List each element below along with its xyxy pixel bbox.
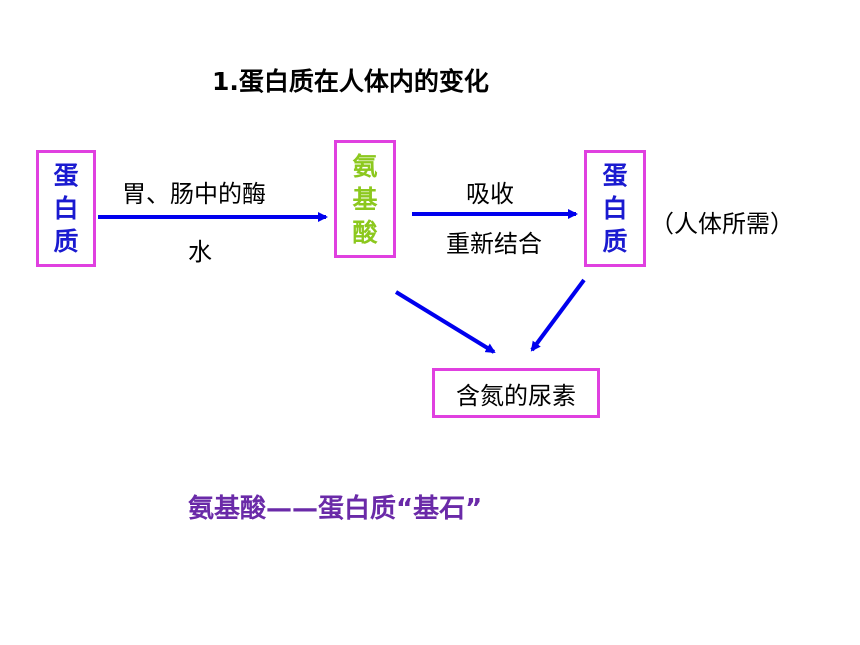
arrow-amino-to-urea xyxy=(394,290,496,354)
protein-right-char-2: 白 xyxy=(602,194,628,223)
absorb-label: 吸收 xyxy=(466,180,514,208)
amino-char-2: 基 xyxy=(352,184,378,214)
urea-box: 含氮的尿素 xyxy=(432,368,600,418)
arrow-protein-to-urea xyxy=(530,278,586,352)
protein-right-char-1: 蛋 xyxy=(602,161,628,190)
body-need-label: （人体所需） xyxy=(650,210,794,238)
footer-note: 氨基酸——蛋白质“基石” xyxy=(188,494,483,524)
protein-right-char-3: 质 xyxy=(602,227,628,256)
amino-char-1: 氨 xyxy=(352,151,378,181)
protein-left-char-1: 蛋 xyxy=(53,161,79,190)
digest-enzyme-label: 胃、肠中的酶 xyxy=(122,180,266,208)
protein-left-char-2: 白 xyxy=(53,194,79,223)
amino-char-3: 酸 xyxy=(352,217,378,247)
digest-water-label: 水 xyxy=(188,238,212,266)
protein-box-right: 蛋 白 质 xyxy=(584,150,646,267)
amino-acid-box: 氨 基 酸 xyxy=(334,140,396,258)
page-title: 1.蛋白质在人体内的变化 xyxy=(212,67,489,96)
protein-left-char-3: 质 xyxy=(53,227,79,256)
protein-box-left: 蛋 白 质 xyxy=(36,150,96,267)
recombine-label: 重新结合 xyxy=(446,230,542,258)
